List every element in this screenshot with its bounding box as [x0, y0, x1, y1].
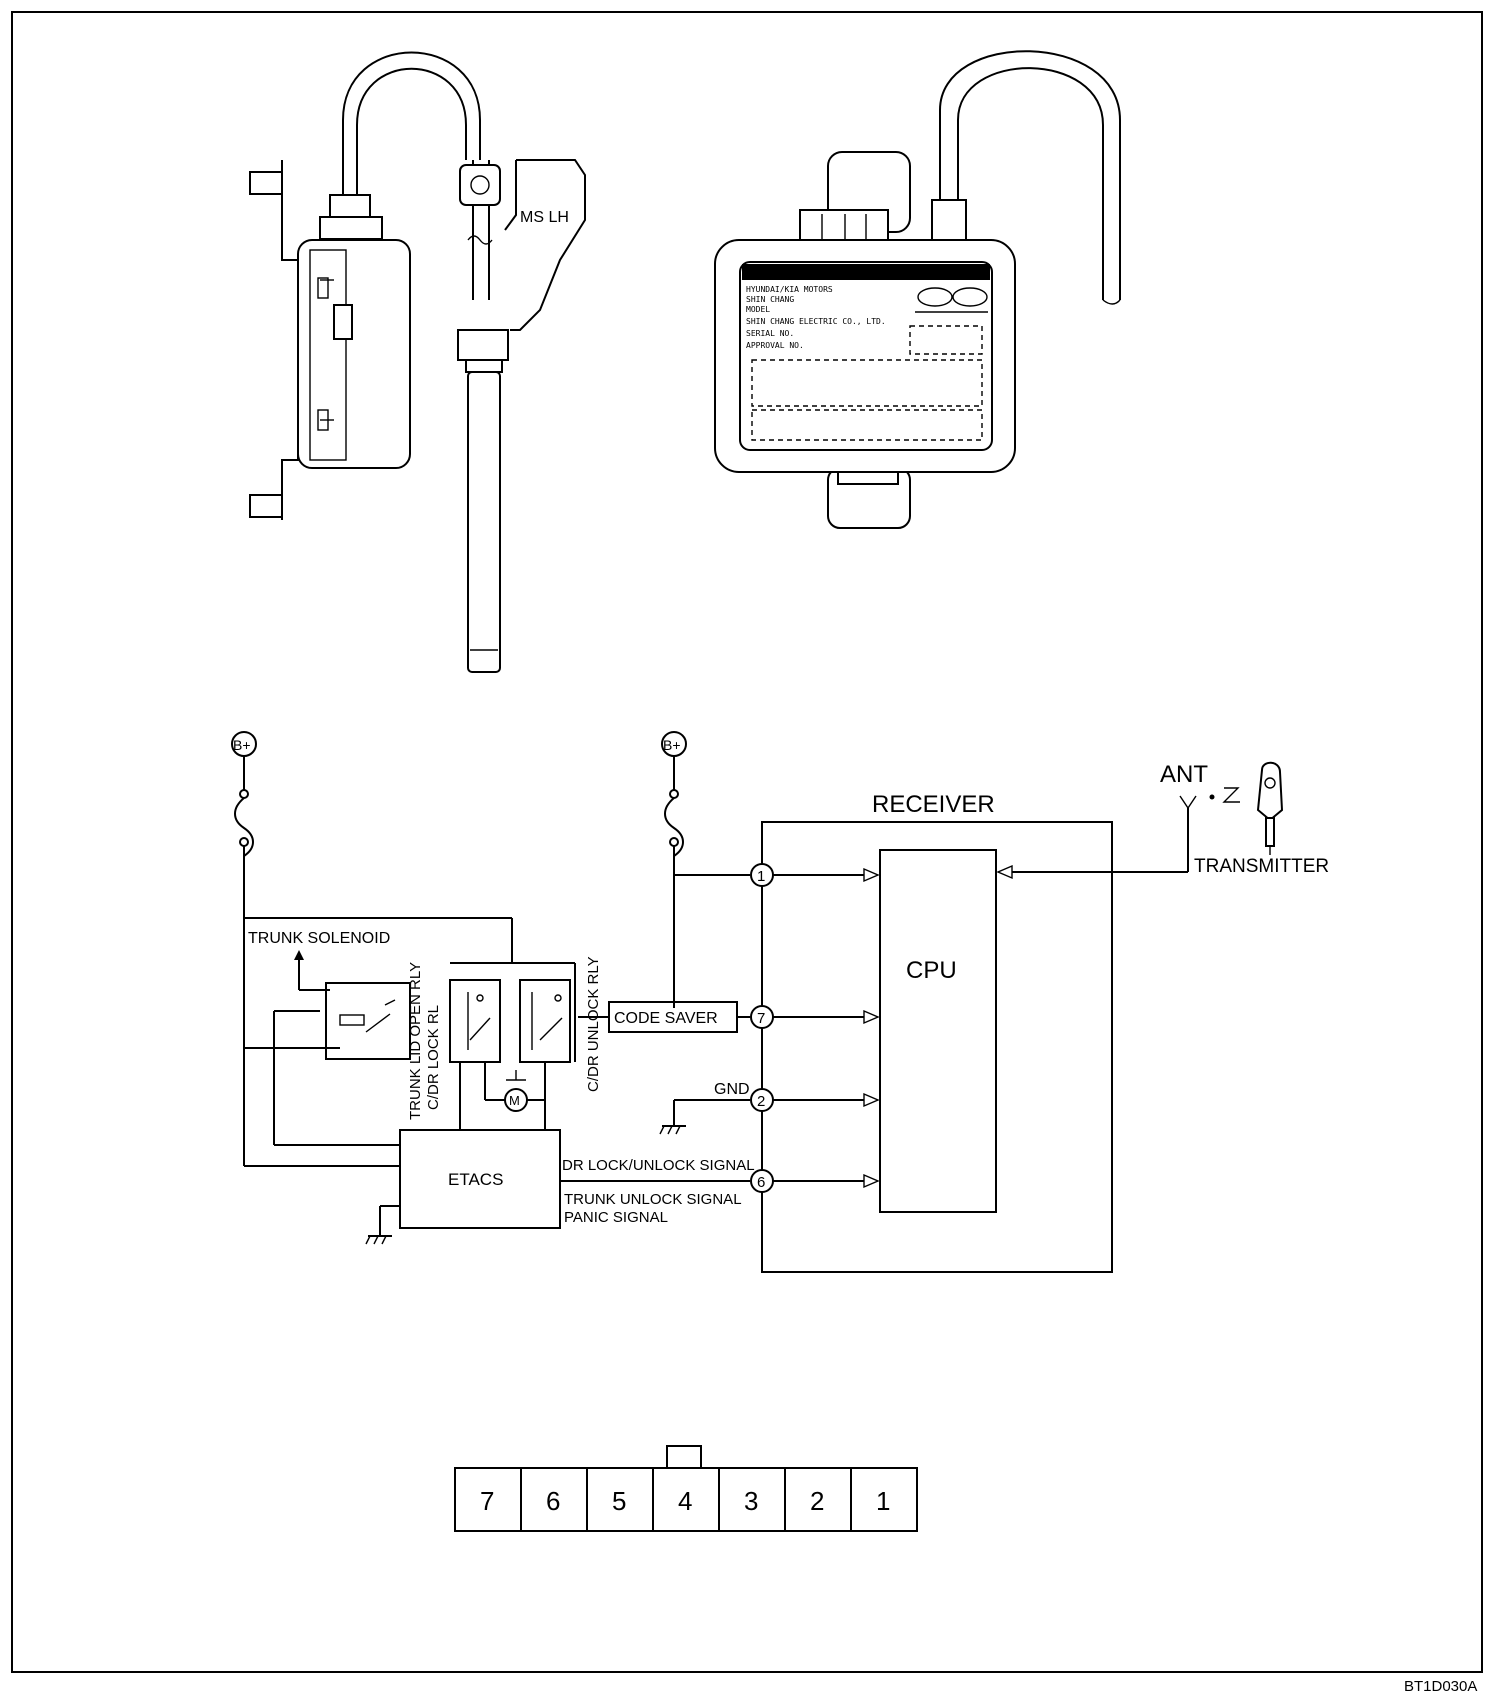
signal-trunk-label: TRUNK UNLOCK SIGNAL: [564, 1191, 742, 1208]
cpu-box: [879, 849, 997, 1213]
cdr-lock-relay: [449, 979, 501, 1063]
motor-label: M: [509, 1093, 520, 1108]
pin-2-label: 2: [757, 1093, 765, 1110]
motor-icon: [504, 1088, 528, 1112]
connector-pin-2-label: 2: [810, 1486, 824, 1516]
connector-pin-7-label: 7: [480, 1486, 494, 1516]
etacs-label: ETACS: [448, 1170, 503, 1189]
relay-cdr-unlock-label: C/DR UNLOCK RLY: [585, 956, 602, 1092]
connector-pin-4-label: 4: [678, 1486, 692, 1516]
figure-code: BT1D030A: [1404, 1678, 1477, 1695]
trunk-lid-open-relay: [325, 982, 411, 1060]
pin-7-label: 7: [757, 1010, 765, 1027]
connector-pin-1: [850, 1467, 918, 1532]
cpu-label: CPU: [906, 957, 957, 984]
page-frame: [11, 11, 1483, 1673]
ant-label: ANT: [1160, 761, 1208, 788]
fuse-left-icon: [234, 797, 254, 857]
receiver-side-view: [249, 51, 481, 520]
connector-pin-1-label: 1: [876, 1486, 890, 1516]
connector: 7 6 5 4 3 2 1: [454, 1445, 918, 1532]
trunk-solenoid-label: TRUNK SOLENOID: [248, 930, 390, 947]
label-ms-lh: MS LH: [520, 209, 569, 226]
receiver-label-line-6: APPROVAL NO.: [746, 341, 804, 350]
receiver-box: [761, 821, 1113, 1273]
pin-6-label: 6: [757, 1174, 765, 1191]
relay-cdr-lock-label: C/DR LOCK RL: [425, 1005, 442, 1110]
receiver-label-line-1: HYUNDAI/KIA MOTORS: [746, 285, 833, 294]
antenna-icon: [1179, 795, 1197, 810]
b-plus-left-label: B+: [233, 737, 251, 753]
connector-pin-6-label: 6: [546, 1486, 560, 1516]
cdr-unlock-relay: [519, 979, 571, 1063]
receiver-label-line-2: SHIN CHANG: [746, 295, 794, 304]
connector-latch: [666, 1445, 702, 1469]
connector-pin-5-label: 5: [612, 1486, 626, 1516]
pin-1-label: 1: [757, 868, 765, 885]
relay-trunk-lid-label: TRUNK LID OPEN RLY: [407, 962, 424, 1120]
code-saver-label: CODE SAVER: [614, 1010, 718, 1027]
trunk-solenoid-arrow-icon: [294, 950, 304, 960]
etacs-box: [399, 1129, 561, 1229]
schematic: B+ B+ TRUNK SOLENOID TRUNK L: [231, 731, 1329, 1273]
gnd-label: GND: [714, 1081, 750, 1098]
signal-panic-label: PANIC SIGNAL: [564, 1209, 668, 1226]
transmitter-key-icon: [1256, 761, 1284, 855]
receiver-label: RECEIVER: [872, 791, 995, 818]
kia-logo-icon: [952, 287, 988, 307]
fuse-right-icon: [664, 797, 684, 857]
connector-pin-3-label: 3: [744, 1486, 758, 1516]
receiver-label-line-4: SHIN CHANG ELECTRIC CO., LTD.: [746, 317, 886, 326]
transmitter-label: TRANSMITTER: [1194, 856, 1329, 877]
receiver-label-line-3: MODEL: [746, 305, 770, 314]
receiver-label-line-5: SERIAL NO.: [746, 329, 794, 338]
receiver-front-view: HYUNDAI/KIA MOTORS SHIN CHANG MODEL SHIN…: [714, 50, 1121, 529]
antenna-rod: MS LH: [457, 159, 586, 673]
signal-dr-label: DR LOCK/UNLOCK SIGNAL: [562, 1157, 755, 1174]
b-plus-right-label: B+: [663, 737, 681, 753]
hyundai-logo-icon: [917, 287, 953, 307]
